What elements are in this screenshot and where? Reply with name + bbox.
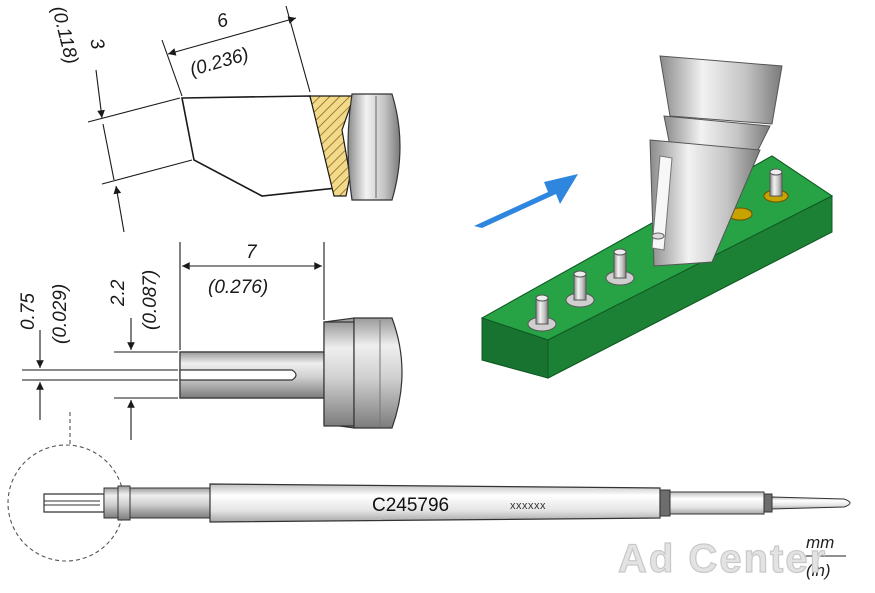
dimension-tip-width: 2.2 (0.087) [108, 270, 178, 440]
dimension-length-top: 6 (0.236) [161, 5, 311, 97]
fork-slot [179, 369, 297, 381]
direction-arrow-icon [474, 174, 578, 228]
dim-top-height-in: (0.118) [47, 4, 82, 66]
dimension-slot-width: 0.75 (0.029) [18, 284, 178, 420]
tip-outline [181, 95, 338, 197]
dimension-height-top: 3 (0.118) [47, 4, 193, 233]
watermark: Ad Center [618, 537, 827, 581]
units-legend: mm (in) [802, 533, 846, 580]
dim-slot-width-mm: 0.75 [18, 293, 39, 330]
dim-side-length-mm: 7 [246, 242, 258, 263]
soldering-tip-3d [649, 55, 783, 267]
dim-side-length-in: (0.276) [208, 277, 268, 298]
dim-tip-width-in: (0.087) [140, 270, 161, 330]
marking-text: xxxxxx [510, 500, 546, 512]
cartridge-full-view: C245796 xxxxxx [7, 412, 851, 562]
units-mm: mm [806, 533, 834, 552]
dimension-length-side: 7 (0.276) [179, 242, 325, 350]
units-in: (in) [806, 561, 831, 580]
fork-collar [353, 317, 403, 429]
dim-top-length-in: (0.236) [188, 44, 252, 81]
tip-collar [347, 93, 401, 201]
bevel-tip-side-view [181, 93, 401, 201]
part-number: C245796 [372, 495, 449, 516]
dim-top-height-mm: 3 [85, 36, 108, 52]
dim-top-length-mm: 6 [215, 10, 231, 33]
fork-tip-top-view [179, 317, 403, 429]
cartridge-shaft [209, 483, 661, 523]
dim-tip-width-mm: 2.2 [108, 279, 129, 307]
pcb-pins [527, 168, 789, 332]
pcb-illustration [474, 55, 833, 379]
dim-slot-width-in: (0.029) [50, 284, 71, 344]
